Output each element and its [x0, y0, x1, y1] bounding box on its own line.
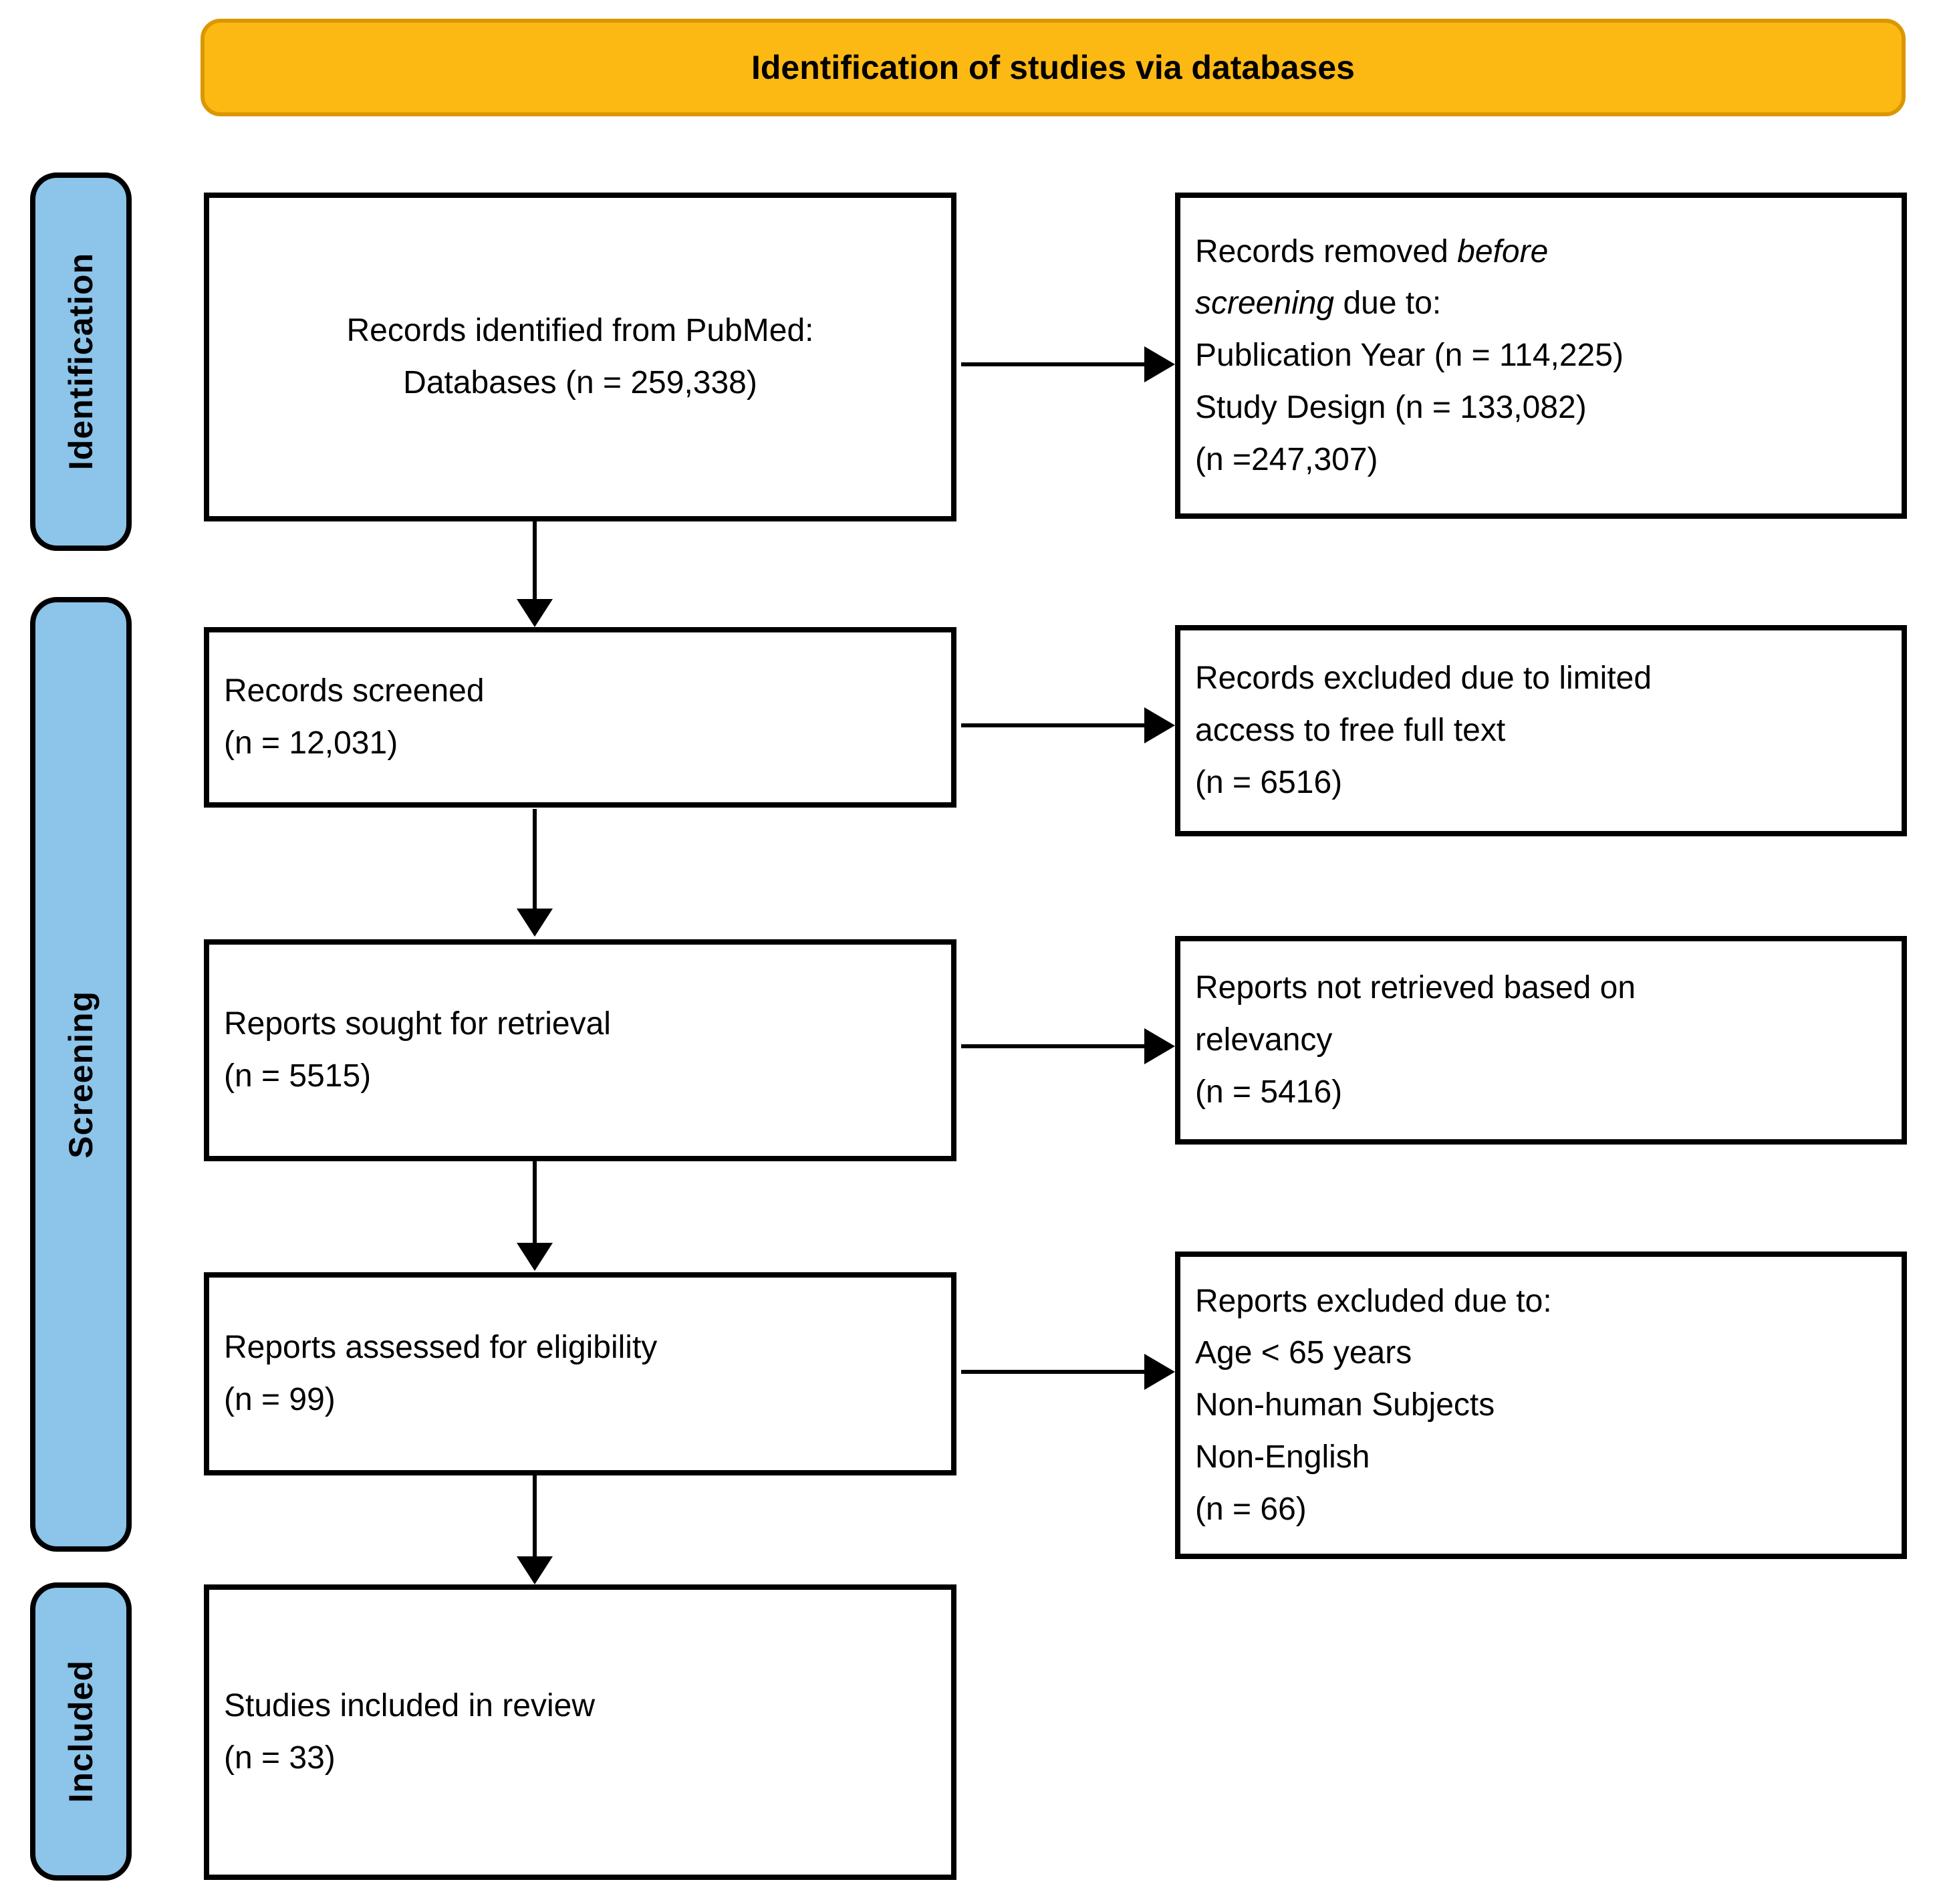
text-line: (n = 33)	[224, 1740, 336, 1776]
arrow-line	[533, 1475, 537, 1558]
text-line: relevancy	[1195, 1022, 1333, 1058]
text-line: (n = 5416)	[1195, 1074, 1343, 1110]
text-line: Reports sought for retrieval	[224, 1006, 611, 1042]
records-removed-intro-post: due to:	[1334, 285, 1442, 322]
arrow-line	[533, 809, 537, 910]
records-removed-intro-line-2: screening due to:	[1195, 277, 1441, 330]
arrow-head-icon	[1144, 346, 1175, 382]
records-removed-intro-italic-2: screening	[1195, 285, 1335, 322]
box-records-screened: Records screened (n = 12,031)	[204, 627, 956, 808]
box-reports-sought: Reports sought for retrieval (n = 5515)	[204, 939, 956, 1161]
records-removed-intro-pre: Records removed	[1195, 233, 1458, 269]
stage-screening-label: Screening	[62, 990, 100, 1159]
stage-screening: Screening	[30, 597, 132, 1552]
text-line: Study Design (n = 133,082)	[1195, 389, 1587, 425]
arrow-line	[961, 362, 1147, 366]
box-records-identified: Records identified from PubMed: Databases…	[204, 193, 956, 521]
arrow-head-icon	[1144, 1028, 1175, 1064]
text-line: access to free full text	[1195, 713, 1506, 749]
text-line: Reports not retrieved based on	[1195, 970, 1636, 1006]
text-line: Reports assessed for eligibility	[224, 1330, 658, 1366]
records-removed-intro-line-1: Records removed before	[1195, 226, 1548, 278]
text-line: (n = 5515)	[224, 1058, 372, 1094]
text-line: Records screened	[224, 673, 485, 709]
stage-identification: Identification	[30, 172, 132, 551]
text-line: Records excluded due to limited	[1195, 661, 1652, 697]
arrow-line	[961, 723, 1147, 727]
stage-included: Included	[30, 1582, 132, 1881]
text-line: (n = 99)	[224, 1382, 336, 1417]
text-line: (n = 12,031)	[224, 725, 398, 761]
text-line: Records identified from PubMed:	[346, 313, 814, 349]
box-reports-not-retrieved: Reports not retrieved based on relevancy (…	[1175, 936, 1907, 1145]
arrow-line	[961, 1370, 1147, 1374]
text-line: Non-English	[1195, 1439, 1370, 1475]
text-line: Studies included in review	[224, 1688, 595, 1724]
text-line: Databases (n = 259,338)	[403, 365, 757, 400]
arrow-head-icon	[517, 1243, 553, 1271]
records-removed-intro-italic-1: before	[1457, 233, 1549, 269]
text-line: (n =247,307)	[1195, 441, 1378, 477]
text-line: Publication Year (n = 114,225)	[1195, 338, 1624, 374]
text-line: (n = 66)	[1195, 1491, 1307, 1527]
arrow-line	[533, 521, 537, 600]
arrow-line	[961, 1044, 1147, 1048]
text-line: Age < 65 years	[1195, 1335, 1412, 1371]
text-line: (n = 6516)	[1195, 764, 1343, 800]
title-banner: Identification of studies via databases	[201, 19, 1906, 116]
box-records-removed-before-screening: Records removed before screening due to:…	[1175, 193, 1907, 519]
text-line: Non-human Subjects	[1195, 1387, 1495, 1423]
box-records-excluded: Records excluded due to limited access to…	[1175, 625, 1907, 836]
text-line: Reports excluded due to:	[1195, 1283, 1552, 1319]
arrow-head-icon	[1144, 1354, 1175, 1390]
box-reports-assessed: Reports assessed for eligibility (n = 99)	[204, 1272, 956, 1475]
arrow-head-icon	[517, 1556, 553, 1584]
arrow-head-icon	[517, 599, 553, 627]
records-removed-reasons: Publication Year (n = 114,225) Study Desi…	[1195, 330, 1624, 485]
stage-included-label: Included	[62, 1660, 100, 1803]
stage-identification-label: Identification	[62, 253, 100, 471]
box-studies-included: Studies included in review (n = 33)	[204, 1584, 956, 1880]
arrow-head-icon	[517, 909, 553, 937]
arrow-head-icon	[1144, 707, 1175, 743]
diagram-title: Identification of studies via databases	[751, 49, 1355, 86]
arrow-line	[533, 1161, 537, 1244]
